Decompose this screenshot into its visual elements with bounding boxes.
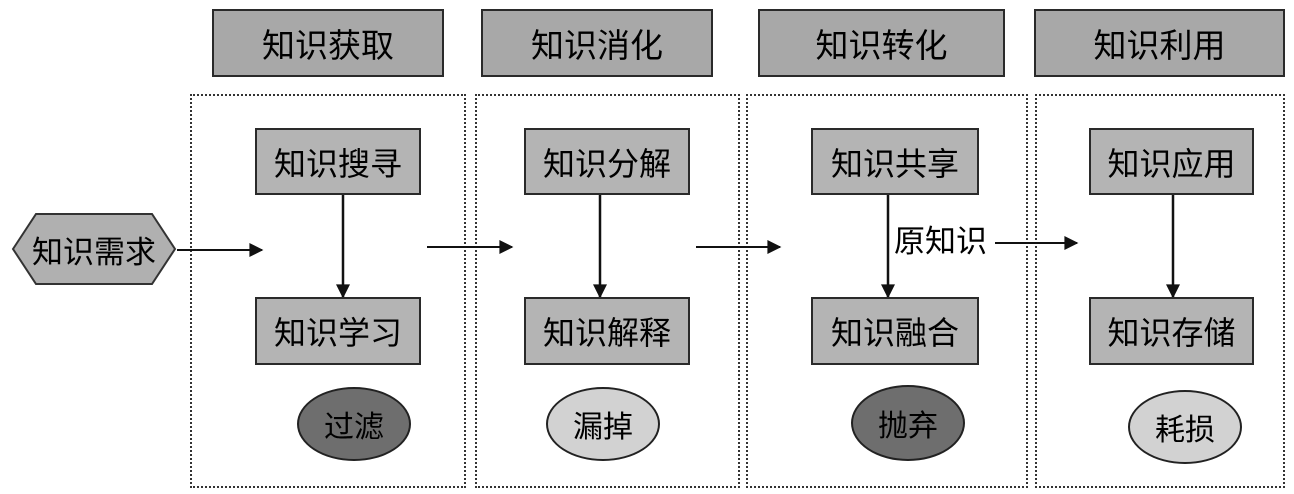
stage-header-digestion: 知识消化 (481, 9, 713, 77)
stage-header-transformation: 知识转化 (758, 9, 1005, 77)
loss-oval-wear: 耗损 (1128, 390, 1242, 464)
box-knowledge-decompose: 知识分解 (524, 128, 690, 195)
stage-panel-transformation (746, 94, 1028, 488)
box-knowledge-fuse: 知识融合 (811, 297, 979, 365)
box-knowledge-learning: 知识学习 (255, 297, 421, 365)
start-node-shape (11, 213, 177, 285)
box-knowledge-search: 知识搜寻 (255, 128, 421, 195)
stage-panel-digestion (475, 94, 740, 488)
loss-oval-filter: 过滤 (297, 387, 411, 461)
box-knowledge-interpret: 知识解释 (524, 297, 690, 365)
stage-panel-acquisition (190, 94, 466, 488)
loss-oval-discard: 抛弃 (851, 385, 965, 461)
start-node-label: 知识需求 (32, 234, 156, 271)
stage-panel-utilization (1035, 94, 1285, 488)
box-knowledge-apply: 知识应用 (1089, 128, 1254, 195)
original-knowledge-label: 原知识 (893, 224, 988, 260)
stage-header-acquisition: 知识获取 (212, 9, 444, 77)
stage-header-utilization: 知识利用 (1034, 9, 1285, 77)
box-knowledge-store: 知识存储 (1089, 297, 1254, 365)
box-knowledge-share: 知识共享 (811, 128, 979, 195)
loss-oval-miss: 漏掉 (546, 387, 660, 461)
